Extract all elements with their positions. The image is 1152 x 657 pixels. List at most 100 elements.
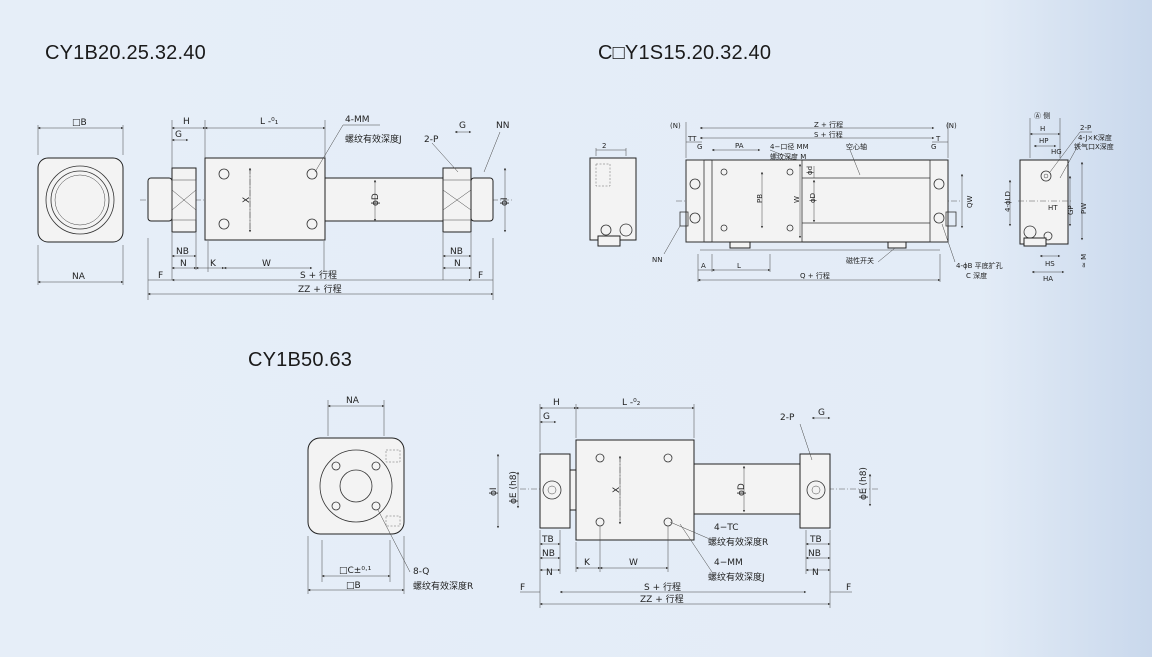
dim-large-s: S + 行程 [644, 581, 681, 593]
dim-cy1s-pw: PW [1080, 203, 1088, 214]
dim-cy1s-w: W [793, 196, 801, 203]
dim-cy1s-pb: PB [756, 194, 764, 203]
dim-large-phi-i: ϕI [489, 487, 499, 496]
dim-large-tc-depth: 螺纹有效深度R [708, 536, 768, 548]
dim-large-f-right: F [846, 583, 851, 593]
dim-cy1s-mm-depth: 螺纹深度 M [770, 152, 806, 161]
dim-cy1s-ht: HT [1048, 204, 1058, 212]
dim-large-nb-right: NB [808, 549, 821, 559]
dim-large-n-left: N [546, 568, 553, 578]
cy1s-right-end-view [1008, 118, 1092, 274]
cy1s-side-view [676, 122, 964, 282]
dim-h: H [183, 117, 190, 127]
dim-cy1s-phi-d-small: ϕd [806, 166, 814, 175]
dim-large-tb-right: TB [809, 535, 822, 545]
dim-zz-stroke: ZZ + 行程 [298, 283, 342, 295]
dim-g: G [175, 130, 182, 140]
dim-large-mm-depth: 螺纹有效深度J [708, 571, 765, 583]
dim-cy1s-g-left: G [697, 143, 702, 151]
dim-4mm: 4-MM [345, 115, 370, 125]
dim-large-b: □B [346, 581, 361, 591]
dim-cy1s-s: S + 行程 [814, 130, 843, 139]
dim-cy1s-gp: GP [1067, 205, 1075, 215]
dim-square-b: □B [72, 118, 87, 128]
dim-n-left: N [180, 259, 187, 269]
dim-large-na: NA [346, 396, 360, 406]
dim-large-4tc: 4−TC [714, 523, 739, 533]
dim-n-right: N [454, 259, 461, 269]
dim-cy1s-ld: 4-ϕLD [1004, 191, 1012, 212]
dim-nb-right: NB [450, 247, 463, 257]
cy1b-small-end-view [37, 125, 124, 285]
dim-cy1s-c-depth: C 深度 [966, 271, 987, 280]
dim-cy1s-tt: TT [687, 135, 697, 143]
dim-w: W [262, 259, 271, 269]
dim-large-zz: ZZ + 行程 [640, 593, 684, 605]
dim-large-c: □C±⁰·¹ [339, 566, 372, 576]
dim-large-nb-left: NB [542, 549, 555, 559]
dim-x: X [242, 197, 252, 203]
dim-l: L -⁰₁ [260, 117, 279, 127]
dim-na: NA [72, 272, 86, 282]
dim-cy1s-g-right: G [931, 143, 936, 151]
dim-s-stroke: S + 行程 [300, 269, 337, 281]
dim-cy1s-hs: HS [1045, 260, 1055, 268]
dim-4mm-depth: 螺纹有效深度J [345, 133, 402, 145]
dim-2p: 2-P [424, 135, 439, 145]
dim-large-h: H [553, 398, 560, 408]
dim-nn: NN [496, 121, 509, 131]
dim-large-l: L -⁰₂ [622, 398, 641, 408]
dim-large-w: W [629, 558, 638, 568]
dim-large-g2: G [818, 408, 825, 418]
dim-cy1s-nn: NN [652, 256, 662, 264]
cy1s-end-view [589, 148, 681, 255]
dim-cy1s-qw: QW [966, 195, 974, 208]
dim-cy1s-hg: HG [1051, 148, 1062, 156]
dim-cy1s-z: Z + 行程 [814, 120, 843, 129]
cy1b-small-side-view [140, 120, 512, 300]
dim-large-phi-e-right: ϕE (h8) [859, 467, 869, 500]
dim-cy1s-n-right: (N) [946, 122, 957, 130]
dim-cy1s-k-depth: 4-J×K深度 [1078, 133, 1112, 142]
title-cy1b-small: CY1B20.25.32.40 [45, 42, 206, 64]
dim-k: K [210, 259, 217, 269]
dim-f-left: F [158, 271, 163, 281]
dim-cy1s-t: T [935, 135, 941, 143]
dim-cy1s-pa: PA [735, 142, 744, 150]
dim-cy1s-hp: HP [1039, 137, 1049, 145]
dim-large-tb-left: TB [541, 535, 554, 545]
dim-large-8q: 8-Q [413, 567, 429, 577]
cy1b-large-side-view [496, 404, 880, 608]
dim-large-phi-d: ϕD [737, 483, 747, 496]
dim-phi-d: ϕD [371, 193, 381, 206]
dim-cy1s-a: A [701, 262, 706, 270]
dim-large-x: X [612, 487, 622, 493]
dim-g2: G [459, 121, 466, 131]
dim-large-g: G [543, 412, 550, 422]
dim-cy1s-h: H [1040, 125, 1045, 133]
dim-large-4mm: 4−MM [714, 558, 743, 568]
dim-large-2p: 2-P [780, 413, 795, 423]
dim-cy1s-hollow: 空心轴 [846, 142, 867, 151]
dim-cy1s-n-left: (N) [670, 122, 681, 130]
dim-large-phi-e-left: ϕE (h8) [509, 471, 519, 504]
dim-cy1s-l: L [737, 262, 741, 270]
dim-cy1s-x-depth: 铁气口X深度 [1074, 142, 1114, 151]
dim-cy1s-b-hole: 4-ϕB 平底扩孔 [956, 261, 1003, 270]
dim-nb-left: NB [176, 247, 189, 257]
dim-cy1s-2p: 2-P [1080, 124, 1091, 132]
dim-cy1s-m-note: ≈ M [1080, 254, 1088, 268]
dim-cy1s-magnet: 磁性开关 [846, 256, 874, 265]
dim-cy1s-2: 2 [602, 142, 606, 150]
title-cy1b-large: CY1B50.63 [248, 349, 353, 371]
dim-large-f-left: F [520, 583, 525, 593]
dim-cy1s-phi-d: ϕD [809, 193, 817, 203]
dim-f-right: F [478, 271, 483, 281]
dim-phi-i: ϕI [500, 197, 510, 206]
dim-side-a: Ⓐ 侧 [1034, 111, 1050, 120]
dim-cy1s-ha: HA [1043, 275, 1053, 283]
dim-cy1s-mm: 4−口径 MM [770, 142, 809, 151]
dim-large-k: K [584, 558, 591, 568]
title-cy1s: C□Y1S15.20.32.40 [598, 42, 772, 64]
